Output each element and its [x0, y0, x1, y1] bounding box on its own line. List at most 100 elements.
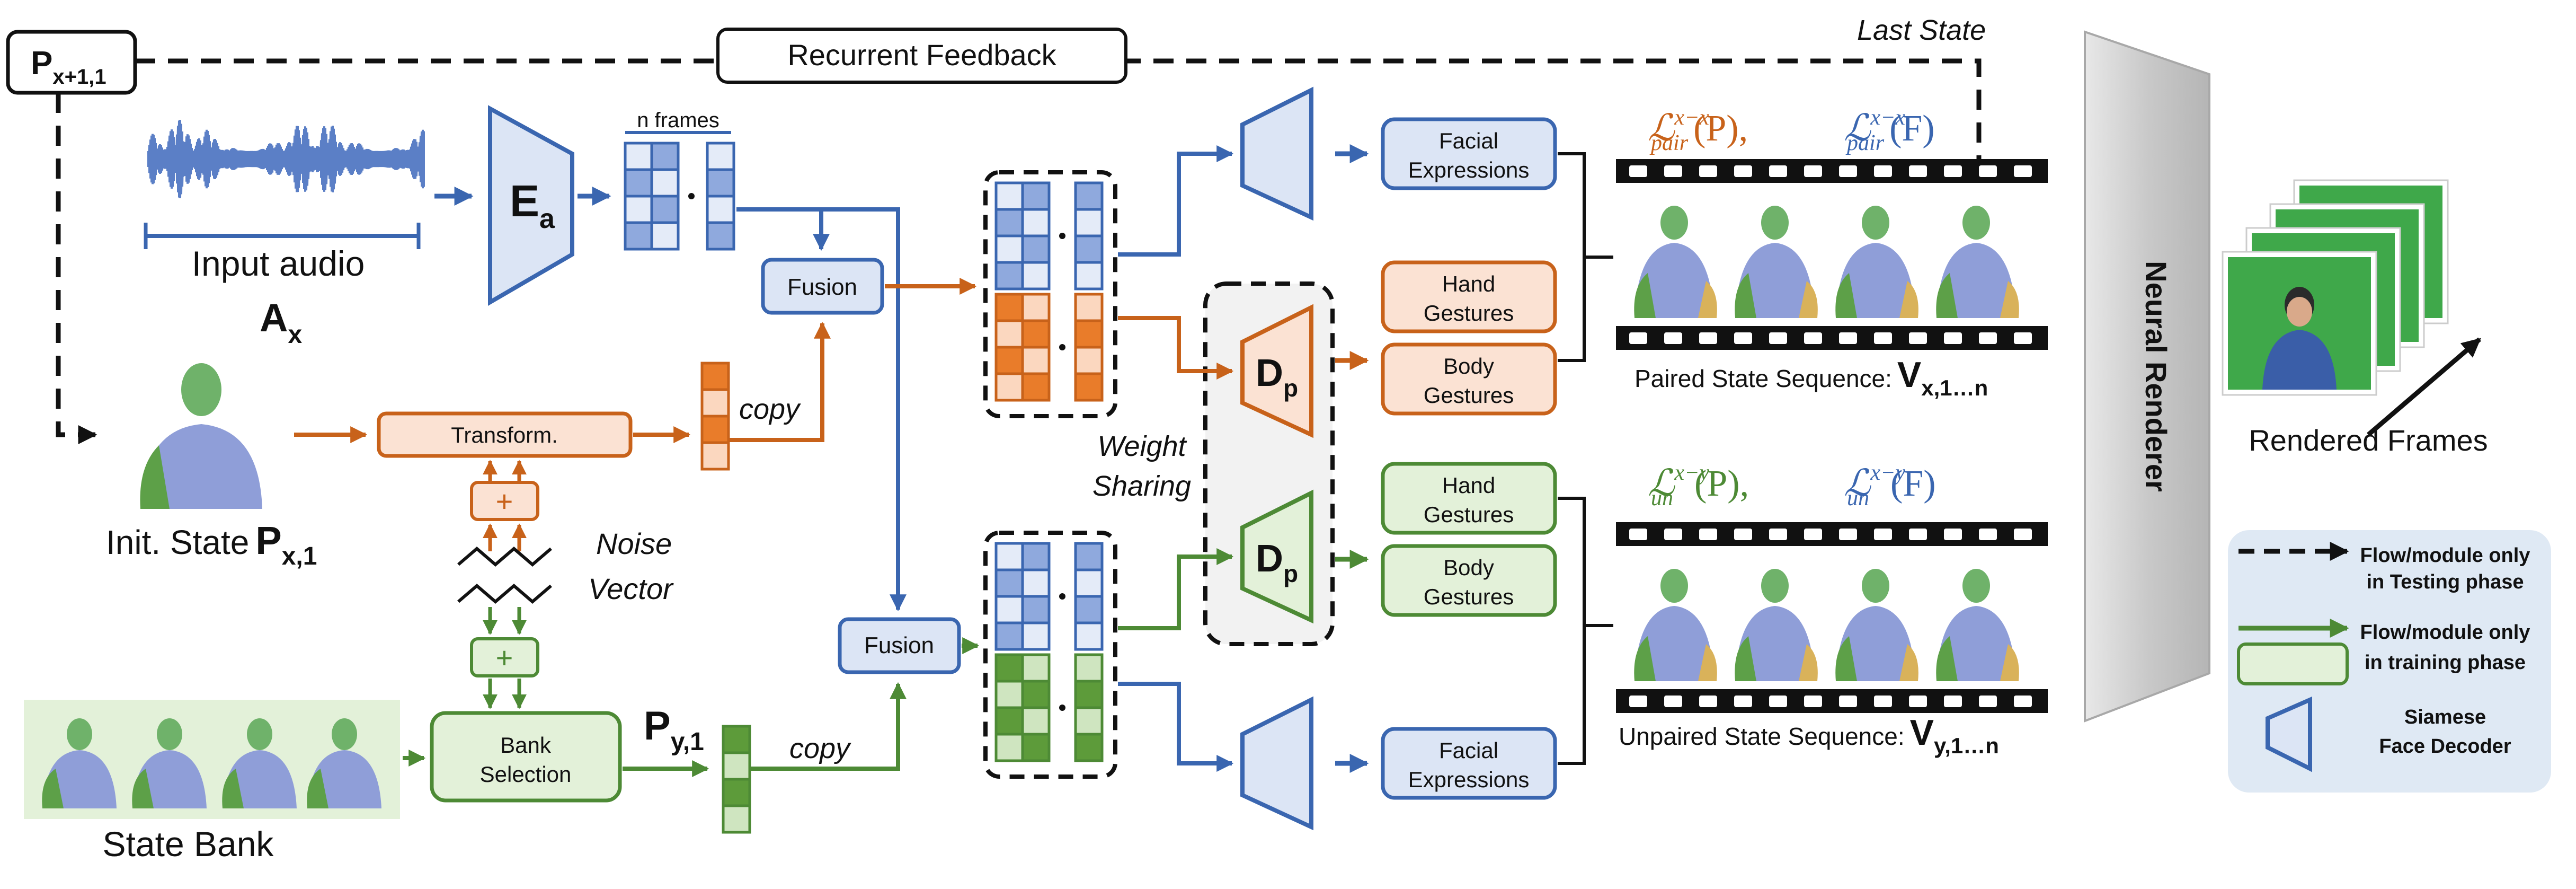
- fused-grid-bottom-frame: [983, 531, 1117, 779]
- last-state-label: Last State: [1857, 14, 1986, 46]
- bank-figure-head: [67, 718, 92, 750]
- grid-cell: [1021, 181, 1051, 211]
- ellipsis-dot: [1059, 705, 1065, 711]
- svg-text:Body: Body: [1443, 555, 1494, 580]
- bank-figure-body: [223, 750, 297, 808]
- svg-text:Bank: Bank: [500, 733, 552, 758]
- grid-cell: [650, 195, 680, 224]
- face-decoder-top: [1240, 86, 1313, 221]
- grid-cell: [994, 208, 1024, 237]
- film-hole: [1979, 696, 1997, 707]
- film-hole: [1944, 332, 1962, 344]
- film-hole: [1909, 165, 1927, 177]
- svg-text:+: +: [496, 485, 513, 518]
- film-hole: [1944, 696, 1962, 707]
- input-audio-label: Input audio: [192, 244, 365, 283]
- grid-cell: [994, 319, 1024, 349]
- grid-cell: [706, 168, 735, 198]
- svg-text:Px+1,1: Px+1,1: [31, 45, 106, 89]
- copy-label-bottom: copy: [789, 733, 851, 764]
- film-hole: [1629, 529, 1647, 540]
- film-figure-hand: [2000, 281, 2019, 318]
- svg-text:Transform.: Transform.: [451, 423, 557, 447]
- bank-figure-hand: [132, 769, 154, 808]
- grid-cell: [650, 221, 680, 251]
- grid-cell: [994, 293, 1024, 322]
- film-hole: [1629, 696, 1647, 707]
- grid-cell: [994, 706, 1024, 736]
- grid-cell: [1074, 568, 1104, 598]
- film-figure-hand: [1698, 644, 1717, 681]
- film-figure-hand: [1899, 644, 1918, 681]
- svg-text:in Testing phase: in Testing phase: [2366, 571, 2524, 593]
- svg-text:Gestures: Gestures: [1424, 301, 1514, 325]
- svg-text:Expressions: Expressions: [1408, 157, 1530, 182]
- grid-cell: [1021, 293, 1051, 322]
- svg-text:Gestures: Gestures: [1424, 584, 1514, 609]
- film-figure-head: [1962, 206, 1990, 240]
- film-hole: [1874, 529, 1892, 540]
- grid-cell: [1074, 293, 1104, 322]
- film-hole: [1874, 165, 1892, 177]
- grid-cell: [1021, 706, 1051, 736]
- film-hole: [1699, 696, 1717, 707]
- grid-cell: [624, 168, 653, 198]
- svg-text:Hand: Hand: [1442, 271, 1495, 296]
- svg-text:Gestures: Gestures: [1424, 383, 1514, 408]
- film-figure-body: [1836, 606, 1915, 681]
- vector-cell: [700, 441, 730, 471]
- bank-state-vector: [722, 725, 751, 834]
- svg-text:Dp: Dp: [1256, 352, 1298, 402]
- film-hole: [1699, 529, 1717, 540]
- svg-text:Facial: Facial: [1439, 738, 1498, 763]
- film-figure-hand: [1899, 281, 1918, 318]
- grid-cell: [1074, 653, 1104, 683]
- grid-cell: [650, 168, 680, 198]
- film-figure-hand: [1634, 273, 1656, 318]
- film-figure-head: [1660, 206, 1688, 240]
- bank-figure-hand: [307, 769, 328, 808]
- noise-label-line2: Vector: [588, 572, 674, 605]
- body-gestures-top: Body Gestures: [1381, 342, 1557, 416]
- svg-text:Neural Renderer: Neural Renderer: [2139, 261, 2173, 492]
- grid-cell: [1074, 208, 1104, 237]
- film-hole: [1664, 696, 1682, 707]
- film-top-band: [1616, 522, 2048, 546]
- rendered-frames-arrow: [2367, 337, 2481, 437]
- audio-symbol: Ax: [260, 296, 302, 349]
- grid-cell: [1021, 234, 1051, 264]
- vector-cell: [722, 725, 751, 754]
- ellipsis-dot: [1059, 233, 1065, 239]
- unpaired-film-strip: [1616, 522, 2048, 713]
- film-hole: [1979, 332, 1997, 344]
- svg-text:Expressions: Expressions: [1408, 767, 1530, 792]
- grid-cell: [1074, 261, 1104, 291]
- film-top-band: [1616, 159, 2048, 183]
- audio-waveform: [147, 120, 425, 198]
- film-hole: [1909, 332, 1927, 344]
- fusion-bottom: Fusion: [838, 617, 961, 674]
- audio-feature-grid: [624, 142, 735, 251]
- grid-cell: [994, 372, 1024, 402]
- grid-cell: [994, 261, 1024, 291]
- weight-sharing-line2: Sharing: [1092, 470, 1191, 502]
- unpaired-caption: Unpaired State Sequence:Vy,1…n: [1619, 712, 1999, 758]
- noise-add-orange: +: [470, 481, 539, 521]
- grid-cell: [994, 621, 1024, 651]
- grid-cell: [1074, 595, 1104, 624]
- film-figure-head: [1962, 569, 1990, 603]
- grid-cell: [994, 595, 1024, 624]
- film-figure-body: [1836, 243, 1915, 318]
- film-hole: [2014, 332, 2032, 344]
- film-figure-hand: [1799, 644, 1818, 681]
- grid-cell: [994, 346, 1024, 375]
- film-hole: [1874, 696, 1892, 707]
- film-hole: [1734, 696, 1752, 707]
- state-bank-figures: [42, 718, 381, 808]
- pose-decoder-bottom: Dp: [1240, 489, 1313, 624]
- feedback-node-symbol: P: [31, 45, 52, 82]
- film-hole: [1804, 165, 1822, 177]
- grid-cell: [624, 142, 653, 171]
